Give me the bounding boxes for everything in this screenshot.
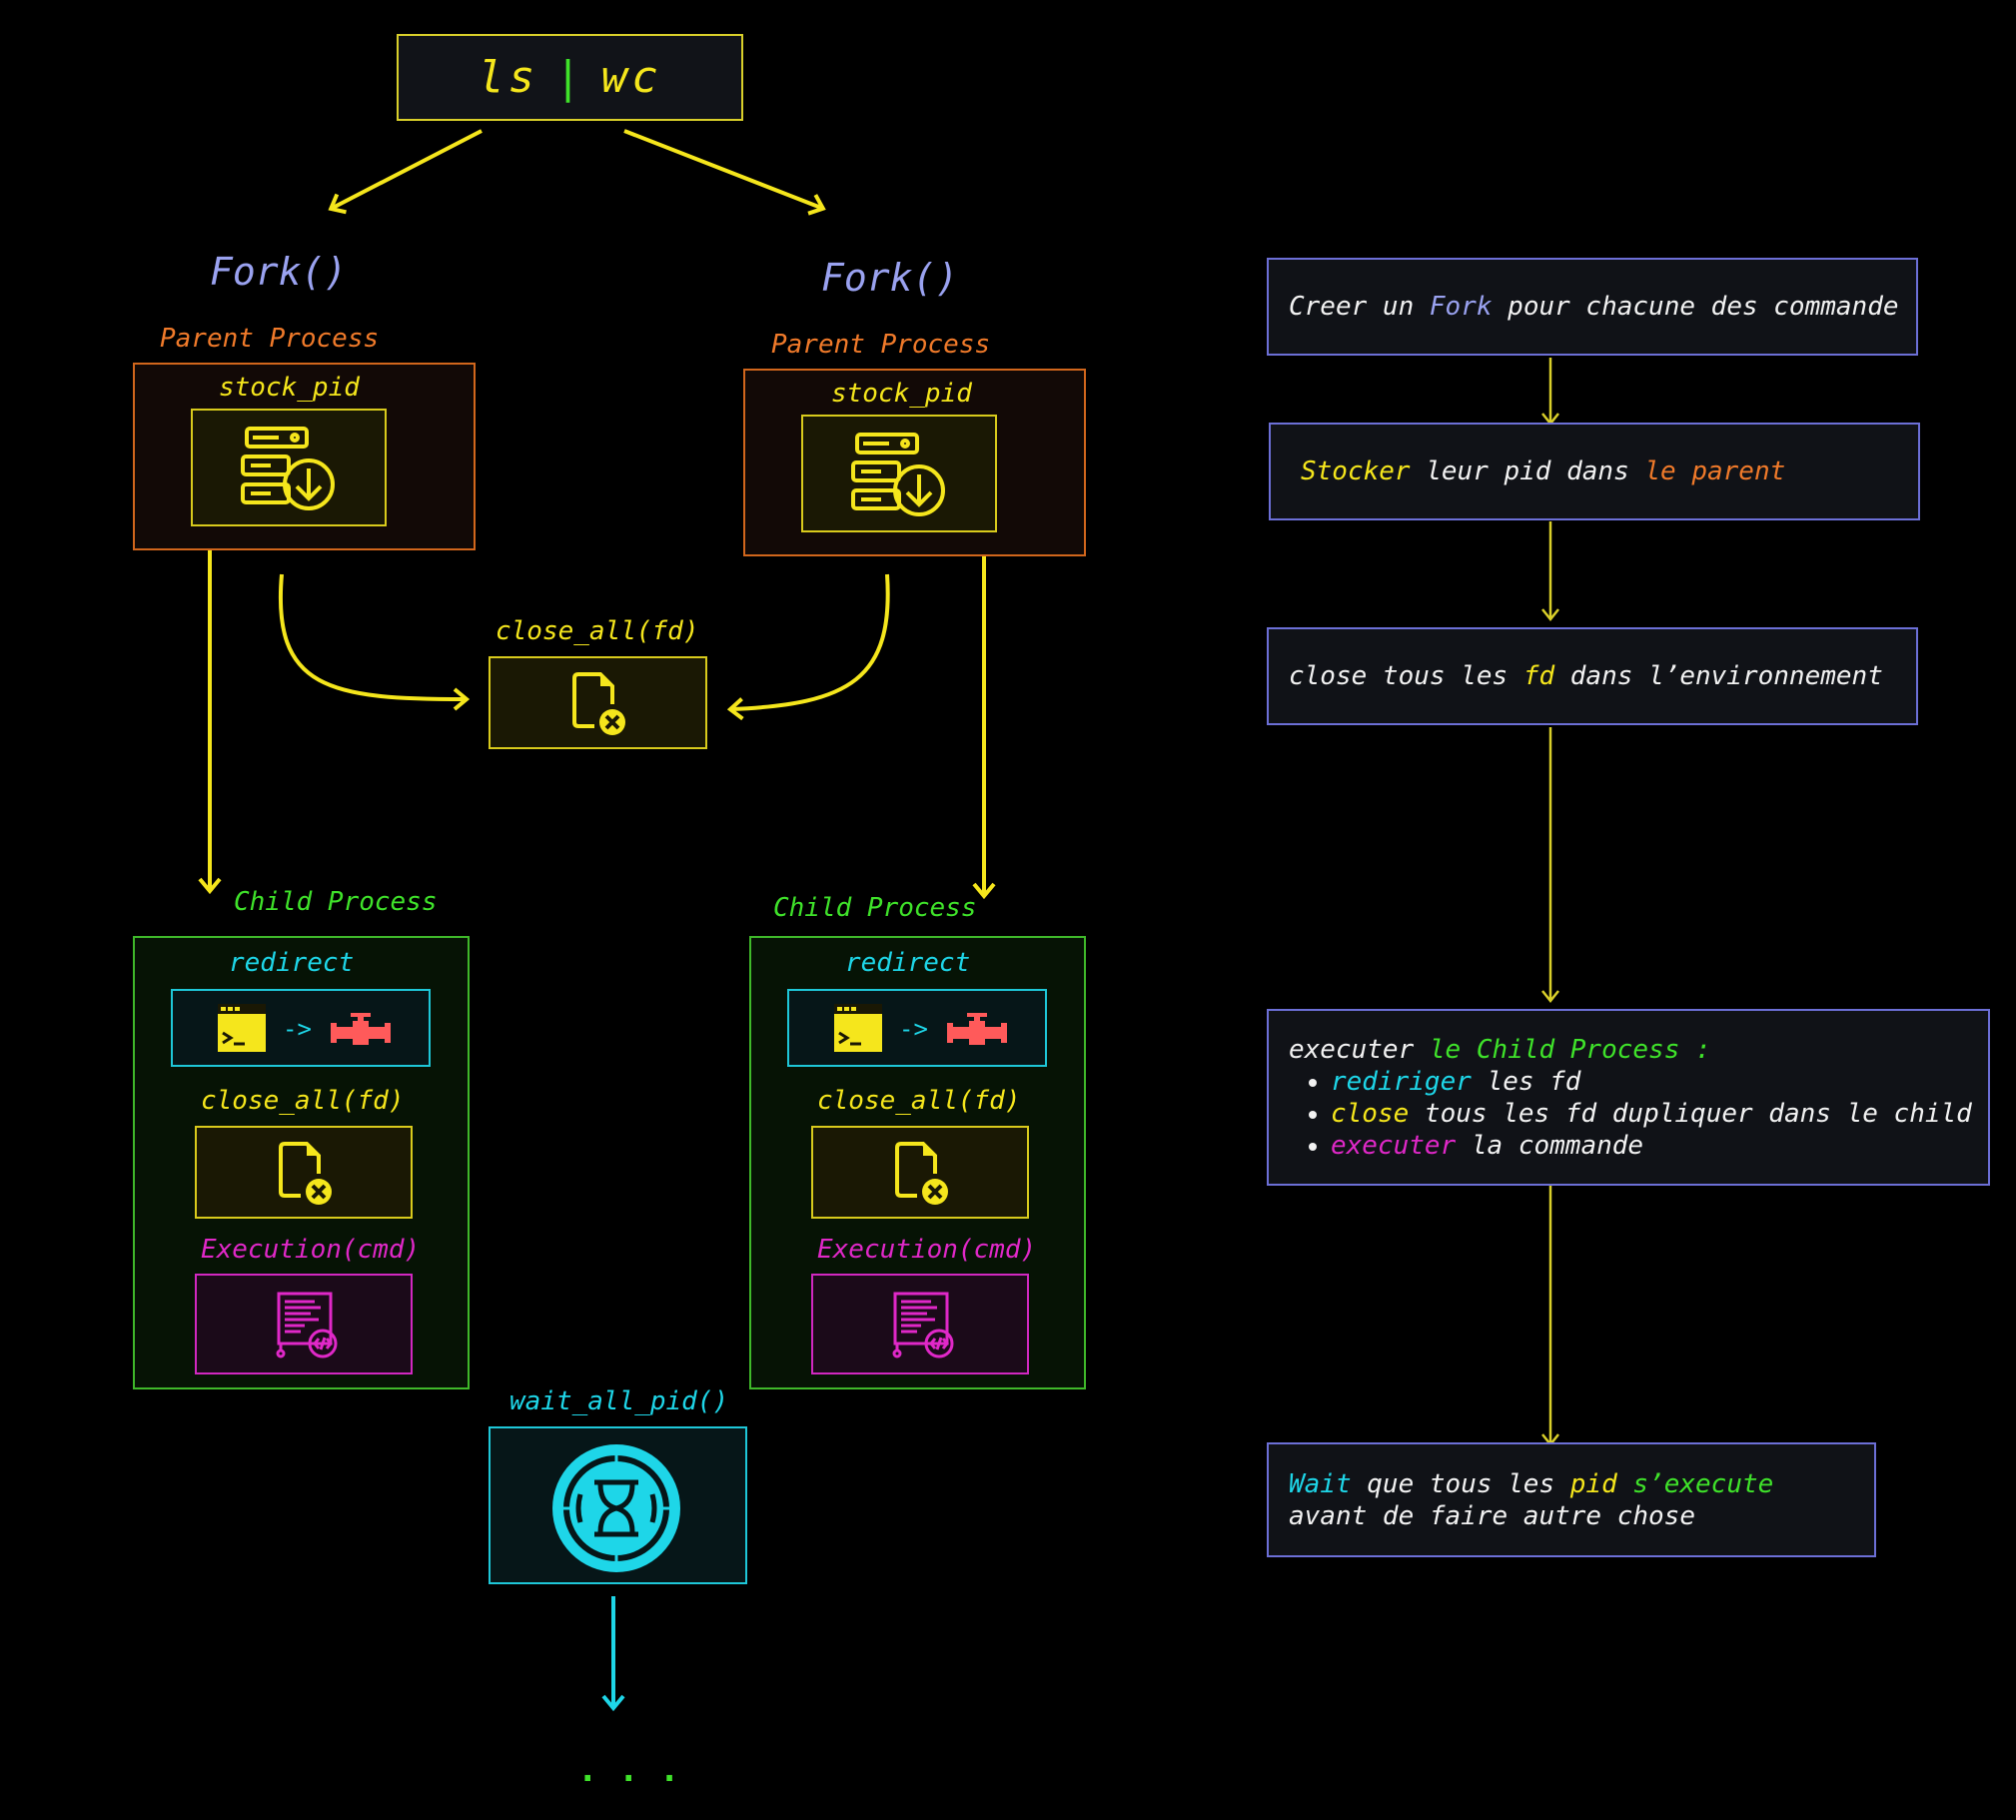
left-exec-box [195,1274,413,1374]
left-exec-label: Execution(cmd) [201,1235,421,1265]
right-parent-label: Parent Process [771,330,991,360]
pipe-icon [331,1013,391,1045]
note-fork-b: Fork [1429,292,1493,322]
arrow-to-left-fork [328,129,483,215]
code-file-icon [276,1292,338,1359]
pipe-icon [947,1013,1007,1045]
left-redirect-box: -> [171,989,431,1067]
note-exec-item: close tous les fd dupliquer dans le chil… [1331,1098,1972,1130]
wait-label: wait_all_pid() [509,1386,729,1416]
code-file-icon [892,1292,954,1359]
right-close-label: close_all(fd) [817,1086,1021,1116]
left-fork-label: Fork() [210,250,348,294]
right-stock-label: stock_pid [831,379,972,409]
terminal-icon [834,1004,882,1052]
left-parent-box: stock_pid [133,363,476,550]
wait-box [489,1426,747,1584]
note-wait-a: Wait [1289,1468,1352,1499]
note-wait-b: que tous les [1351,1468,1570,1499]
command-pipe: | [554,52,585,103]
server-download-icon [851,433,945,516]
right-stock-icon-box [801,415,997,532]
right-exec-label: Execution(cmd) [817,1235,1037,1265]
right-fork-label: Fork() [821,256,959,300]
note-close: close tous les fd dans l’environnement [1267,627,1918,725]
arrow-to-right-fork [623,129,826,216]
command-right: wc [600,52,662,103]
center-close-box [489,656,707,749]
note-wait-c: pid [1569,1468,1617,1499]
right-redirect-arrow: -> [899,1015,928,1043]
note-wait: Wait que tous les pid s’execute avant de… [1267,1442,1876,1557]
right-redirect-label: redirect [845,948,971,978]
note-stock-c: le parent [1644,456,1786,486]
note-stock: Stocker leur pid dans le parent [1269,423,1920,520]
note-wait-line2: avant de faire autre chose [1289,1500,1695,1531]
arrow-right-to-close [726,573,890,721]
right-child-label: Child Process [773,893,977,923]
left-parent-label: Parent Process [160,324,380,354]
note-stock-b: leur pid dans [1410,456,1645,486]
right-exec-box [811,1274,1029,1374]
note-exec-item: executer la commande [1331,1130,1968,1162]
file-close-icon [572,672,625,735]
server-download-icon [241,427,335,510]
note-exec: executer le Child Process : rediriger le… [1267,1009,1990,1186]
note-close-c: dans l’environnement [1554,661,1883,691]
left-child-label: Child Process [234,887,438,917]
note-stock-a: Stocker [1301,456,1411,486]
left-redirect-label: redirect [229,948,355,978]
note-close-a: close tous les [1289,661,1523,691]
command-box: ls | wc [397,34,743,121]
file-close-icon [895,1142,948,1205]
left-stock-label: stock_pid [219,373,360,403]
note-wait-d: s’execute [1616,1468,1774,1499]
hourglass-icon [552,1444,680,1572]
note-exec-item: rediriger les fd [1331,1066,1968,1098]
note-exec-list: rediriger les fd close tous les fd dupli… [1289,1066,1972,1162]
command-left: ls [478,52,539,103]
left-close-box [195,1126,413,1219]
left-close-label: close_all(fd) [201,1086,405,1116]
right-close-box [811,1126,1029,1219]
arrow-left-to-close [278,573,471,711]
left-stock-icon-box [191,409,387,526]
left-redirect-arrow: -> [283,1015,312,1043]
right-parent-box: stock_pid [743,369,1086,556]
note-close-b: fd [1522,661,1555,691]
note-exec-title-b: le Child Process : [1429,1034,1711,1065]
terminal-icon [218,1004,266,1052]
note-fork-a: Creer un [1289,292,1430,322]
note-fork-c: pour chacune des commande [1492,292,1899,322]
center-close-label: close_all(fd) [496,616,699,646]
right-child-box: redirect -> close_all(fd) Execution(cmd) [749,936,1086,1389]
note-fork: Creer un Fork pour chacune des commande [1267,258,1918,356]
file-close-icon [279,1142,332,1205]
left-child-box: redirect -> close_all(fd) Execution(cmd) [133,936,470,1389]
right-redirect-box: -> [787,989,1047,1067]
note-exec-title-a: executer [1289,1034,1430,1065]
ellipsis: . . . [577,1750,680,1790]
